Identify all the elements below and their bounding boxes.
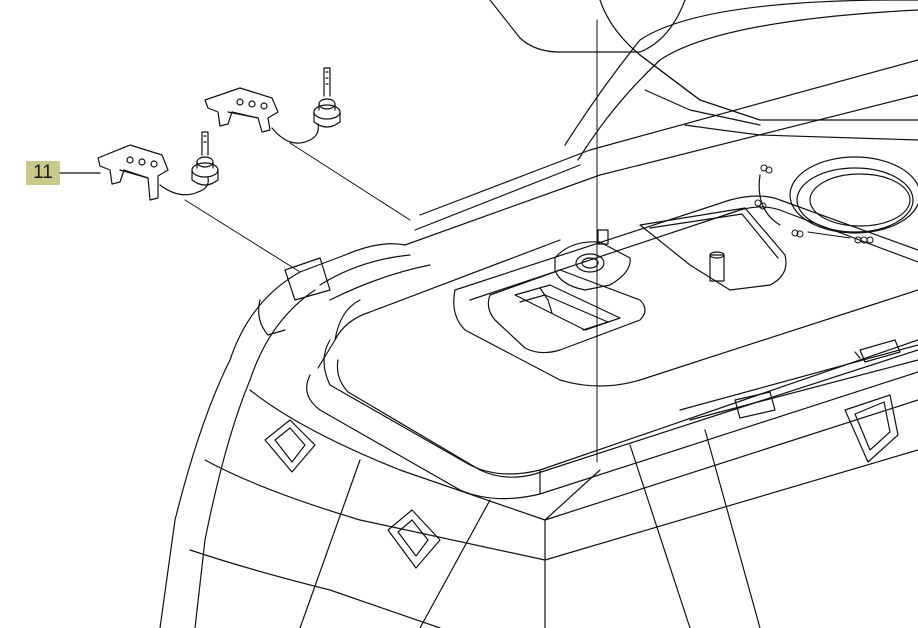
callout-label: 11	[33, 162, 53, 183]
seal-plug-lower	[191, 131, 219, 186]
knob-housing	[554, 229, 631, 291]
connector-bracket-lower	[97, 144, 169, 201]
callout-highlight	[26, 161, 60, 185]
mower-body-outline	[299, 0, 918, 301]
cutting-height-dial	[758, 156, 918, 234]
seal-plug-upper	[313, 67, 341, 128]
lower-shell	[159, 271, 918, 628]
connector-bracket-upper	[204, 87, 279, 133]
right-pocket	[639, 207, 787, 291]
socket-recess	[514, 284, 621, 331]
explode-line-upper	[289, 142, 411, 221]
control-panel	[453, 195, 918, 387]
top-plate	[306, 239, 918, 500]
front-vents	[264, 394, 899, 569]
dial-markings	[754, 164, 874, 244]
cable-upper	[271, 123, 319, 144]
explode-line-lower	[184, 199, 301, 273]
cable-lower	[159, 177, 209, 196]
bumper-lug	[258, 257, 331, 336]
display-window	[489, 0, 686, 53]
